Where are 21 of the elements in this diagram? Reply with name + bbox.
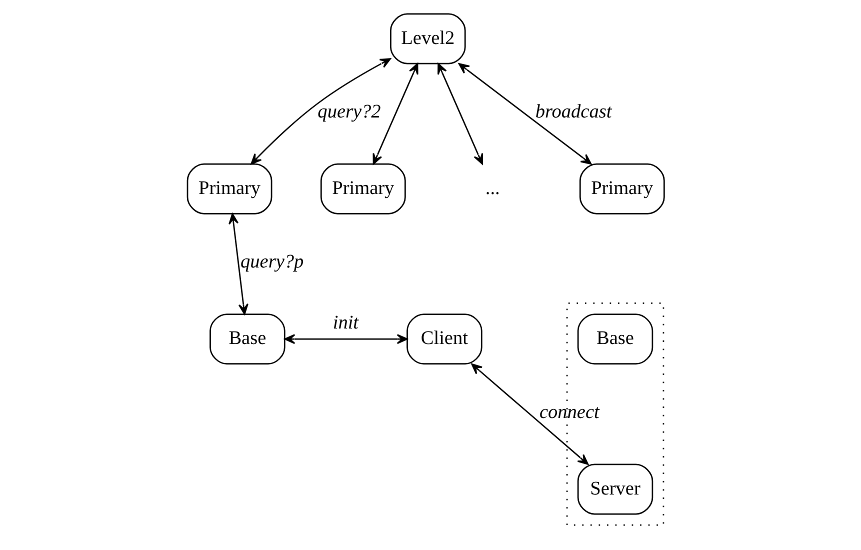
node-box: Primary [320,163,406,214]
edge-label: query?2 [317,102,380,123]
node-box: Primary [186,163,272,214]
node-box: Client [406,314,482,365]
arrow [372,63,418,165]
node-box: Base [209,314,285,365]
arrow [228,213,248,315]
node-box: Base [576,314,653,365]
node-box: Server [576,464,653,515]
arrow [250,58,390,164]
arrow [458,63,592,165]
arrow [437,63,483,165]
arrow [284,334,408,344]
node-text: ... [484,178,500,199]
node-box: Level2 [390,13,466,64]
node-box: Primary [578,163,664,214]
edge-label: connect [538,402,599,423]
arrow [470,363,588,465]
edge-label: init [332,312,358,334]
edge-label: query?p [240,252,304,273]
edge-label: broadcast [534,102,612,123]
